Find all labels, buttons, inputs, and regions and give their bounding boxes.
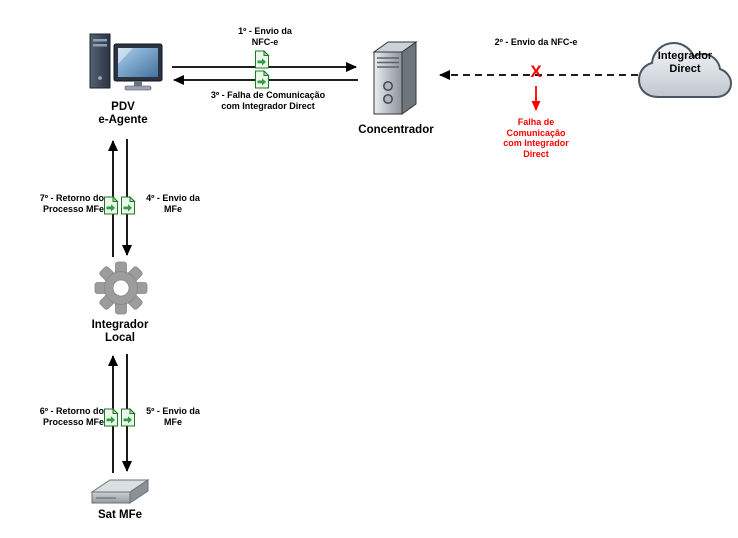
mfe-document-icon [103,195,119,220]
edge-label-step2: 2º - Envio da NFC-e [494,37,578,47]
edge-label-step6: 6º - Retorno do Processo MFe [39,406,104,427]
sat-device-icon [86,474,154,515]
mfe-document-icon [103,407,119,432]
edge-label-step4: 4º - Envio da MFe [146,193,200,214]
edge-label-step5: 5º - Envio da MFe [146,406,200,427]
nfce-document-icon [254,69,270,94]
cloud-icon [636,36,734,105]
node-label-integrador-direct: Integrador Direct [657,50,713,75]
mfe-document-icon [120,195,136,220]
edge-label-failure: Falha de Comunicação com Integrador Dire… [503,117,569,159]
edge-label-step3: 3º - Falha de Comunicação com Integrador… [210,90,326,111]
desktop-computer-icon [84,30,166,107]
node-label-pdv: PDV e-Agente [98,101,148,126]
nfce-document-icon [254,49,270,74]
mfe-document-icon [120,407,136,432]
edge-label-step7: 7º - Retorno do Processo MFe [39,193,104,214]
edge-label-step1: 1º - Envio da NFC-e [238,26,292,47]
gear-icon [93,260,149,321]
server-icon [366,40,424,127]
node-label-concentrador: Concentrador [358,124,434,136]
node-label-sat-mfe: Sat MFe [97,509,143,521]
failure-x-mark: X [530,62,542,81]
node-label-integrador-local: Integrador Local [91,319,149,344]
